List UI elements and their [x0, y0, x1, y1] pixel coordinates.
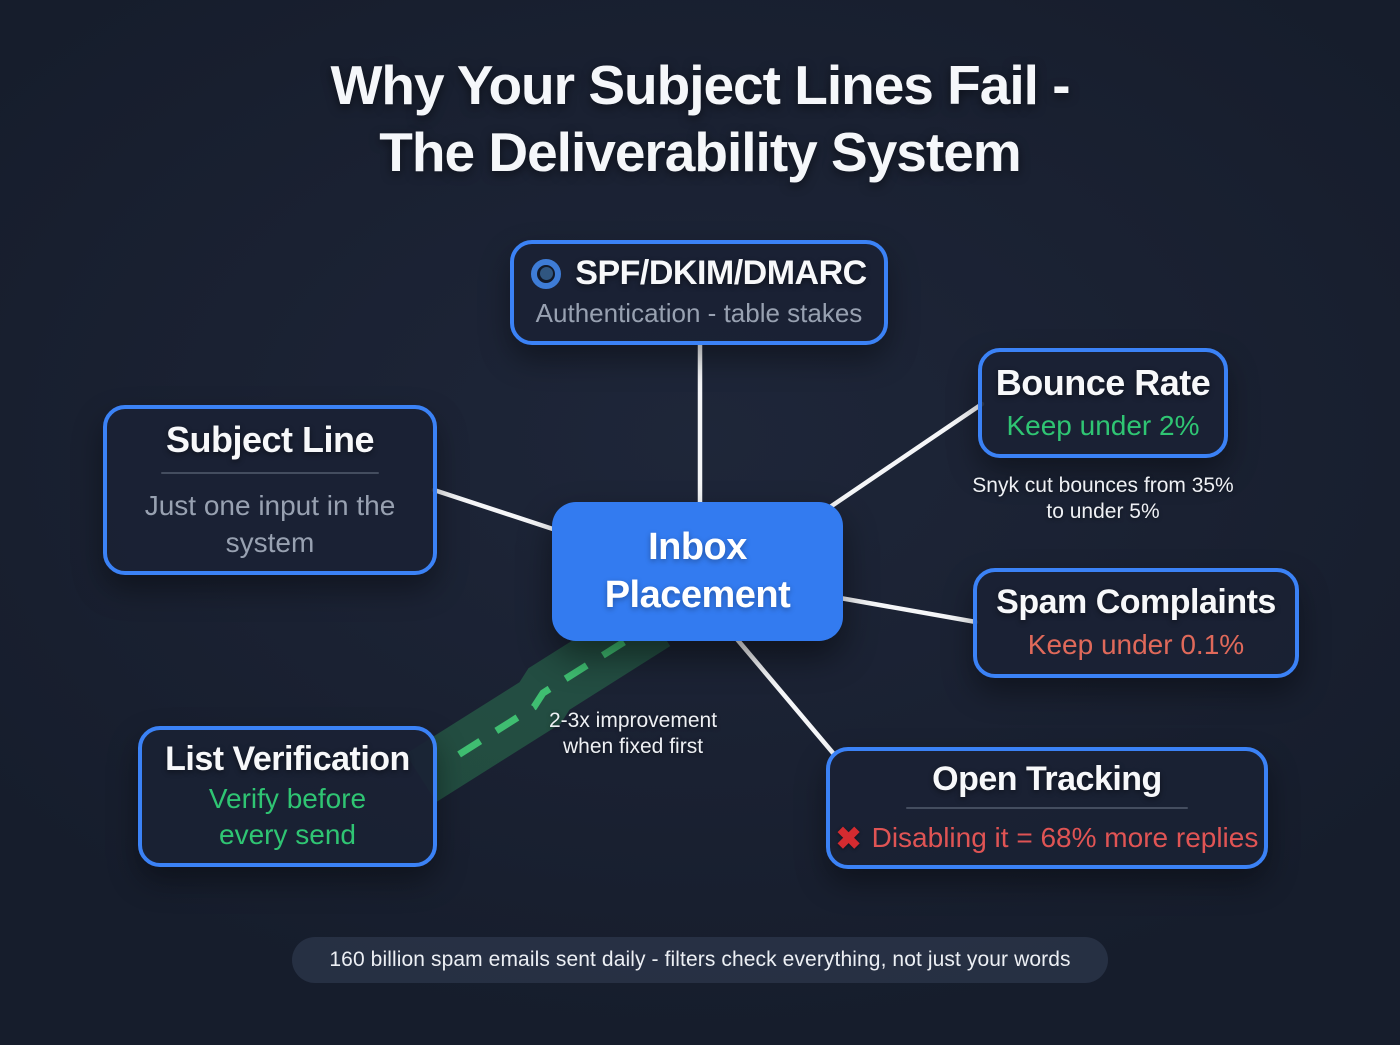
connector-spam-complaints [837, 595, 979, 625]
footer-banner: 160 billion spam emails sent daily - fil… [292, 937, 1108, 983]
list-verification-title: List Verification [165, 739, 410, 778]
spam-complaints-title: Spam Complaints [996, 582, 1276, 621]
inbox-placement-label: Inbox Placement [604, 526, 791, 616]
x-mark-icon: ✖ [835, 820, 862, 856]
ring-target-icon-center [539, 267, 553, 281]
spf-subtitle: Authentication - table stakes [535, 298, 863, 329]
open-tracking-subtitle: Disabling it = 68% more replies [871, 821, 1259, 853]
connector-bounce-rate [805, 401, 985, 525]
bounce-rate-subtitle: Keep under 2% [1006, 409, 1200, 441]
page-title-line2: The Deliverability System [379, 121, 1021, 184]
open-tracking-divider [906, 806, 1188, 809]
connector-subject-line [431, 487, 565, 535]
node-subject-line: Subject Line Just one input in the syste… [103, 405, 437, 575]
green-dashed-line [442, 639, 626, 767]
subject-line-divider [161, 472, 379, 475]
subject-line-title: Subject Line [165, 418, 375, 460]
node-bounce-rate: Bounce Rate Keep under 2% [978, 348, 1228, 458]
connector-open-tracking [733, 635, 836, 756]
spf-title: SPF/DKIM/DMARC [575, 254, 867, 293]
node-open-tracking: Open Tracking ✖ Disabling it = 68% more … [826, 747, 1268, 869]
node-spf-dkim-dmarc: SPF/DKIM/DMARC Authentication - table st… [510, 240, 888, 345]
node-list-verification: List Verification Verify before every se… [138, 726, 437, 867]
spf-title-row: SPF/DKIM/DMARC [531, 254, 867, 293]
spam-complaints-subtitle: Keep under 0.1% [1027, 628, 1245, 660]
green-path-note: 2-3x improvement when fixed first [548, 709, 718, 759]
list-verification-subtitle: Verify before every send [208, 782, 367, 851]
subject-line-subtitle: Just one input in the system [144, 490, 396, 558]
bounce-rate-note: Snyk cut bounces from 35% to under 5% [972, 474, 1234, 524]
node-spam-complaints: Spam Complaints Keep under 0.1% [973, 568, 1299, 678]
page-title: Why Your Subject Lines Fail - The Delive… [0, 52, 1400, 186]
node-inbox-placement: Inbox Placement [552, 502, 843, 641]
open-tracking-title: Open Tracking [932, 759, 1162, 798]
bounce-rate-title: Bounce Rate [995, 362, 1211, 404]
footer-banner-text: 160 billion spam emails sent daily - fil… [329, 948, 1071, 971]
page-title-line1: Why Your Subject Lines Fail - [330, 54, 1070, 116]
ring-target-icon [531, 258, 562, 289]
open-tracking-row: ✖ Disabling it = 68% more replies [836, 820, 1259, 856]
